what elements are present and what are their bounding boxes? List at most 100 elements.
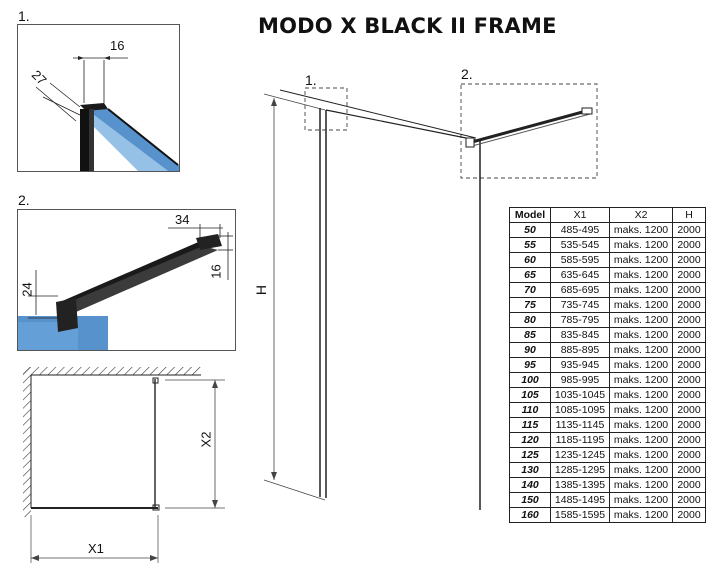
cell-x2: maks. 1200: [609, 327, 673, 343]
cell-h: 2000: [672, 447, 706, 463]
product-title: MODO X BLACK II FRAME: [258, 14, 557, 38]
cell-x1: 485-495: [550, 222, 610, 238]
cell-x2: maks. 1200: [609, 297, 673, 313]
cell-model: 100: [509, 372, 551, 388]
cell-x2: maks. 1200: [609, 462, 673, 478]
detail-1-box: [17, 24, 180, 172]
cell-x2: maks. 1200: [609, 447, 673, 463]
detail-2-dim-width: 34: [175, 212, 190, 227]
cell-x2: maks. 1200: [609, 267, 673, 283]
cell-h: 2000: [672, 267, 706, 283]
cell-h: 2000: [672, 492, 706, 508]
cell-model: 160: [509, 507, 551, 523]
cell-x2: maks. 1200: [609, 312, 673, 328]
cell-model: 150: [509, 492, 551, 508]
detail-2-dim-right: 16: [208, 264, 224, 279]
cell-h: 2000: [672, 477, 706, 493]
table-header-row: Model X1 X2 H: [509, 207, 706, 223]
cell-model: 90: [509, 342, 551, 358]
detail-2-drawing: [18, 224, 233, 350]
cell-h: 2000: [672, 327, 706, 343]
cell-x1: 635-645: [550, 267, 610, 283]
cell-model: 75: [509, 297, 551, 313]
cell-x1: 935-945: [550, 357, 610, 373]
detail-2-box: [17, 209, 236, 351]
plan-view-drawing: [23, 367, 225, 563]
cell-x1: 535-545: [550, 237, 610, 253]
cell-x2: maks. 1200: [609, 492, 673, 508]
cell-model: 60: [509, 252, 551, 268]
cell-model: 70: [509, 282, 551, 298]
cell-x1: 785-795: [550, 312, 610, 328]
detail-1-dim-width: 16: [110, 38, 125, 53]
cell-model: 85: [509, 327, 551, 343]
cell-h: 2000: [672, 387, 706, 403]
cell-model: 130: [509, 462, 551, 478]
cell-x2: maks. 1200: [609, 282, 673, 298]
cell-model: 120: [509, 432, 551, 448]
cell-model: 115: [509, 417, 551, 433]
cell-h: 2000: [672, 312, 706, 328]
cell-x1: 885-895: [550, 342, 610, 358]
cell-model: 65: [509, 267, 551, 283]
detail-1-number: 1.: [18, 8, 30, 24]
cell-x1: 685-695: [550, 282, 610, 298]
cell-x2: maks. 1200: [609, 222, 673, 238]
cell-x1: 1035-1045: [550, 387, 610, 403]
cell-h: 2000: [672, 357, 706, 373]
cell-x2: maks. 1200: [609, 432, 673, 448]
cell-model: 95: [509, 357, 551, 373]
cell-x1: 1235-1245: [550, 447, 610, 463]
cell-h: 2000: [672, 372, 706, 388]
cell-model: 125: [509, 447, 551, 463]
cell-h: 2000: [672, 297, 706, 313]
cell-x1: 1285-1295: [550, 462, 610, 478]
cell-x2: maks. 1200: [609, 237, 673, 253]
detail-2-dim-left: 24: [19, 282, 35, 297]
cell-x2: maks. 1200: [609, 507, 673, 523]
cell-x2: maks. 1200: [609, 342, 673, 358]
cell-model: 55: [509, 237, 551, 253]
cell-x2: maks. 1200: [609, 417, 673, 433]
cell-x1: 1485-1495: [550, 492, 610, 508]
main-perspective-drawing: [263, 83, 598, 510]
cell-x1: 585-595: [550, 252, 610, 268]
cell-model: 110: [509, 402, 551, 418]
header-x1: X1: [550, 207, 610, 223]
cell-x1: 1185-1195: [550, 432, 610, 448]
cell-model: 140: [509, 477, 551, 493]
cell-h: 2000: [672, 462, 706, 478]
cell-h: 2000: [672, 342, 706, 358]
cell-x2: maks. 1200: [609, 357, 673, 373]
cell-x1: 835-845: [550, 327, 610, 343]
cell-h: 2000: [672, 507, 706, 523]
cell-x1: 985-995: [550, 372, 610, 388]
cell-x1: 735-745: [550, 297, 610, 313]
cell-x1: 1385-1395: [550, 477, 610, 493]
cell-x1: 1085-1095: [550, 402, 610, 418]
cell-x1: 1135-1145: [550, 417, 610, 433]
cell-h: 2000: [672, 417, 706, 433]
callout-1: 1.: [305, 72, 317, 88]
cell-x2: maks. 1200: [609, 372, 673, 388]
cell-h: 2000: [672, 432, 706, 448]
cell-x2: maks. 1200: [609, 402, 673, 418]
height-label: H: [253, 284, 270, 296]
